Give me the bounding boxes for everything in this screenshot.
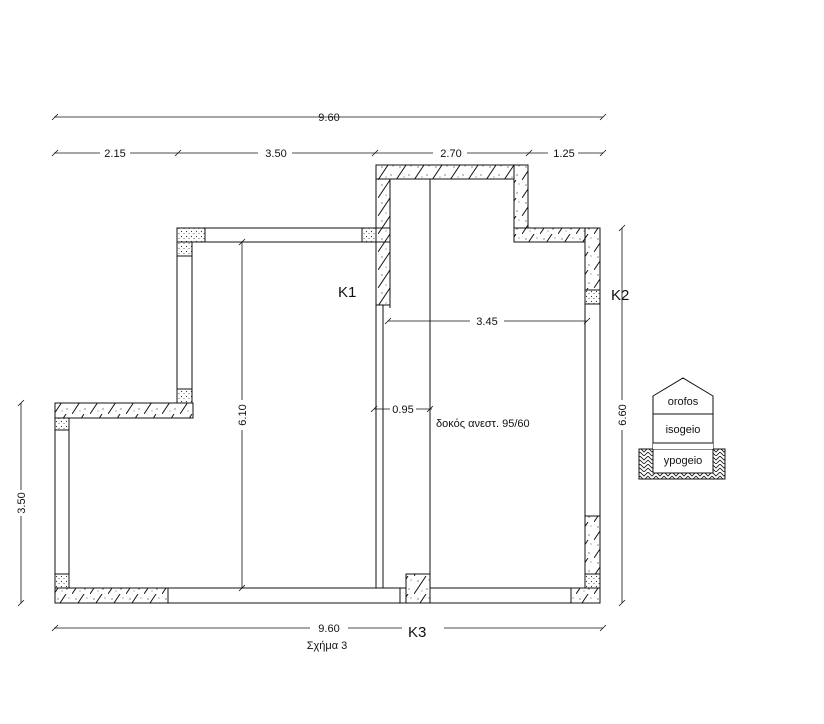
legend-bottom-label: ypogeio [664,455,703,467]
beam-note: δοκός ανεστ. 95/60 [436,418,530,430]
top-total-dimension: 9.60 [51,112,607,124]
figure-caption: Σχήμα 3 [307,640,348,652]
top-segment-dimensions: 2.15 3.50 2.70 1.25 [51,146,607,160]
top-seg-1-label: 2.15 [104,148,125,160]
top-seg-2-label: 3.50 [265,148,286,160]
inner-vertical-dimension: 6.10 [236,238,249,592]
legend-middle-label: isogeio [666,424,701,436]
left-height-dimension: 3.50 [14,399,28,607]
right-height-dimension: 6.60 [615,224,629,607]
beam-width-label: 0.95 [392,404,413,416]
right-height-label: 6.60 [617,404,629,425]
column-label-k3: K3 [408,624,426,641]
left-height-label: 3.50 [16,492,28,513]
column-label-k1: K1 [338,284,356,301]
legend-top-label: orofos [668,396,699,408]
inner-vertical-label: 6.10 [237,404,249,425]
top-seg-4-label: 1.25 [553,148,574,160]
bottom-total-label: 9.60 [318,623,339,635]
column-label-k2: K2 [611,287,629,304]
inner-horizontal-dimension: 3.45 [384,314,591,328]
bottom-total-dimension: 9.60 K3 [51,618,607,641]
beam-width-dimension: 0.95 [370,403,434,416]
top-seg-3-label: 2.70 [440,148,461,160]
inner-horizontal-label: 3.45 [476,316,497,328]
dotted-wall-segments [54,227,601,589]
top-total-label: 9.60 [318,112,339,124]
floor-section-legend: orofos isogeio ypogeio [638,377,726,480]
